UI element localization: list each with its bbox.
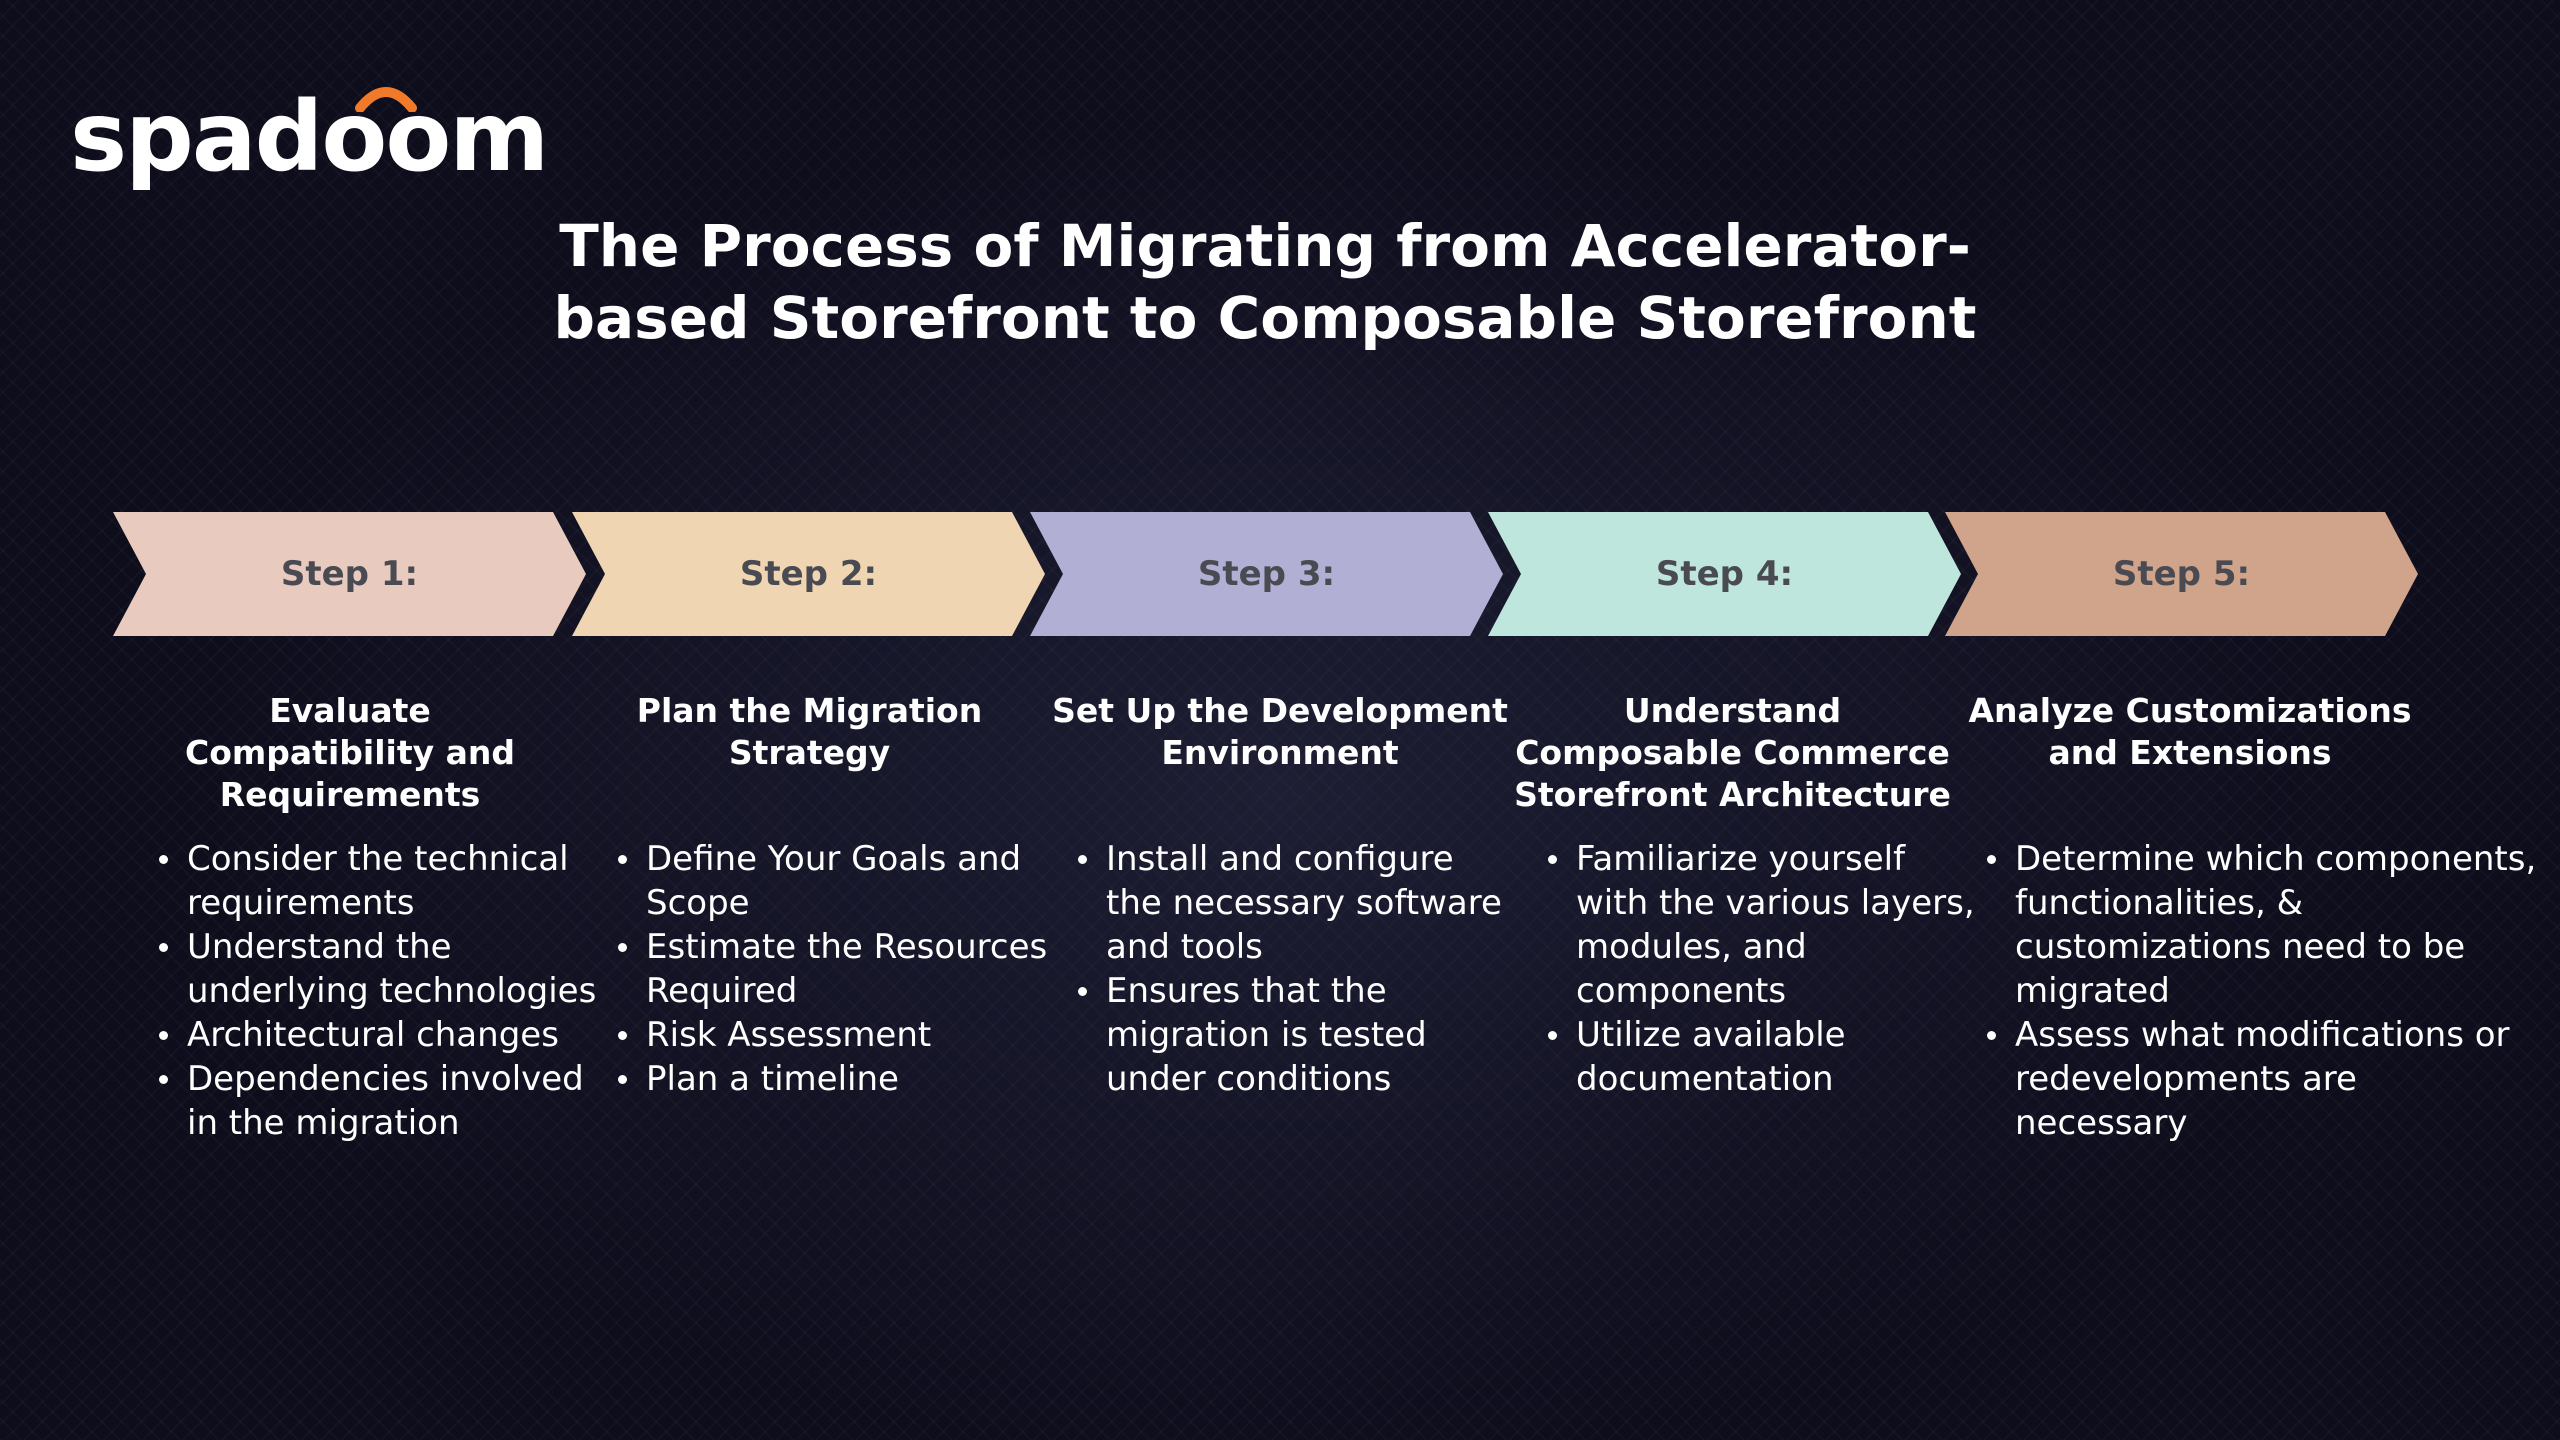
- list-item: Understand the underlying technologies: [159, 925, 617, 1013]
- step-1: Step 1: Evaluate Compatibility and Requi…: [113, 512, 596, 1143]
- step-2: Step 2: Plan the Migration Strategy Defi…: [572, 512, 1047, 1099]
- step-4-label: Step 4:: [1655, 554, 1794, 594]
- step-1-label: Step 1:: [280, 554, 419, 594]
- step-5-label: Step 5:: [2112, 554, 2251, 594]
- step-3-bullets: Install and configure the necessary soft…: [1072, 837, 1516, 1101]
- list-item: Define Your Goals and Scope: [618, 837, 1076, 925]
- step-3: Step 3: Set Up the Development Environme…: [1030, 512, 1508, 1099]
- step-2-bullets: Define Your Goals and Scope Estimate the…: [612, 837, 1076, 1101]
- logo-wordmark: spadoom: [70, 81, 549, 193]
- page-title: The Process of Migrating from Accelerato…: [553, 212, 1977, 352]
- step-1-heading: Evaluate Compatibility and Requirements: [185, 691, 515, 814]
- step-2-chevron-shape: [572, 512, 1045, 636]
- step-2-heading: Plan the Migration Strategy: [636, 691, 983, 772]
- list-item: Utilize available documentation: [1548, 1013, 1986, 1101]
- step-1-chevron-shape: [113, 512, 586, 636]
- list-item: Dependencies involved in the migration: [159, 1057, 617, 1145]
- step-4-chevron: Step 4:: [1488, 512, 1961, 636]
- step-4-bullets: Familiarize yourself with the various la…: [1542, 837, 1986, 1101]
- step-4-chevron-shape: [1488, 512, 1961, 636]
- list-item: Consider the technical requirements: [159, 837, 617, 925]
- list-item: Risk Assessment: [618, 1013, 1076, 1057]
- list-item: Architectural changes: [159, 1013, 617, 1057]
- list-item: Familiarize yourself with the various la…: [1548, 837, 1986, 1013]
- logo-accent-arc: [355, 87, 417, 112]
- step-5-heading: Analyze Customizations and Extensions: [1968, 691, 2412, 772]
- step-5: Step 5: Analyze Customizations and Exten…: [1945, 512, 2536, 1143]
- step-4: Step 4: Understand Composable Commerce S…: [1488, 512, 1975, 1099]
- list-item: Determine which components, functionalit…: [1987, 837, 2540, 1013]
- step-2-chevron: Step 2:: [572, 512, 1045, 636]
- step-1-chevron: Step 1:: [113, 512, 586, 636]
- spadoom-logo: spadoom: [70, 82, 549, 192]
- list-item: Install and configure the necessary soft…: [1078, 837, 1516, 969]
- step-2-label: Step 2:: [739, 554, 878, 594]
- list-item: Plan a timeline: [618, 1057, 1076, 1101]
- step-3-chevron: Step 3:: [1030, 512, 1503, 636]
- step-4-heading: Understand Composable Commerce Storefron…: [1514, 691, 1951, 814]
- list-item: Ensures that the migration is tested und…: [1078, 969, 1516, 1101]
- list-item: Estimate the Resources Required: [618, 925, 1076, 1013]
- list-item: Assess what modifications or redevelopme…: [1987, 1013, 2540, 1145]
- step-1-bullets: Consider the technical requirements Unde…: [153, 837, 617, 1145]
- step-3-heading: Set Up the Development Environment: [1052, 691, 1508, 772]
- step-3-label: Step 3:: [1197, 554, 1336, 594]
- step-5-chevron: Step 5:: [1945, 512, 2418, 636]
- step-3-chevron-shape: [1030, 512, 1503, 636]
- step-5-chevron-shape: [1945, 512, 2418, 636]
- step-5-bullets: Determine which components, functionalit…: [1981, 837, 2540, 1145]
